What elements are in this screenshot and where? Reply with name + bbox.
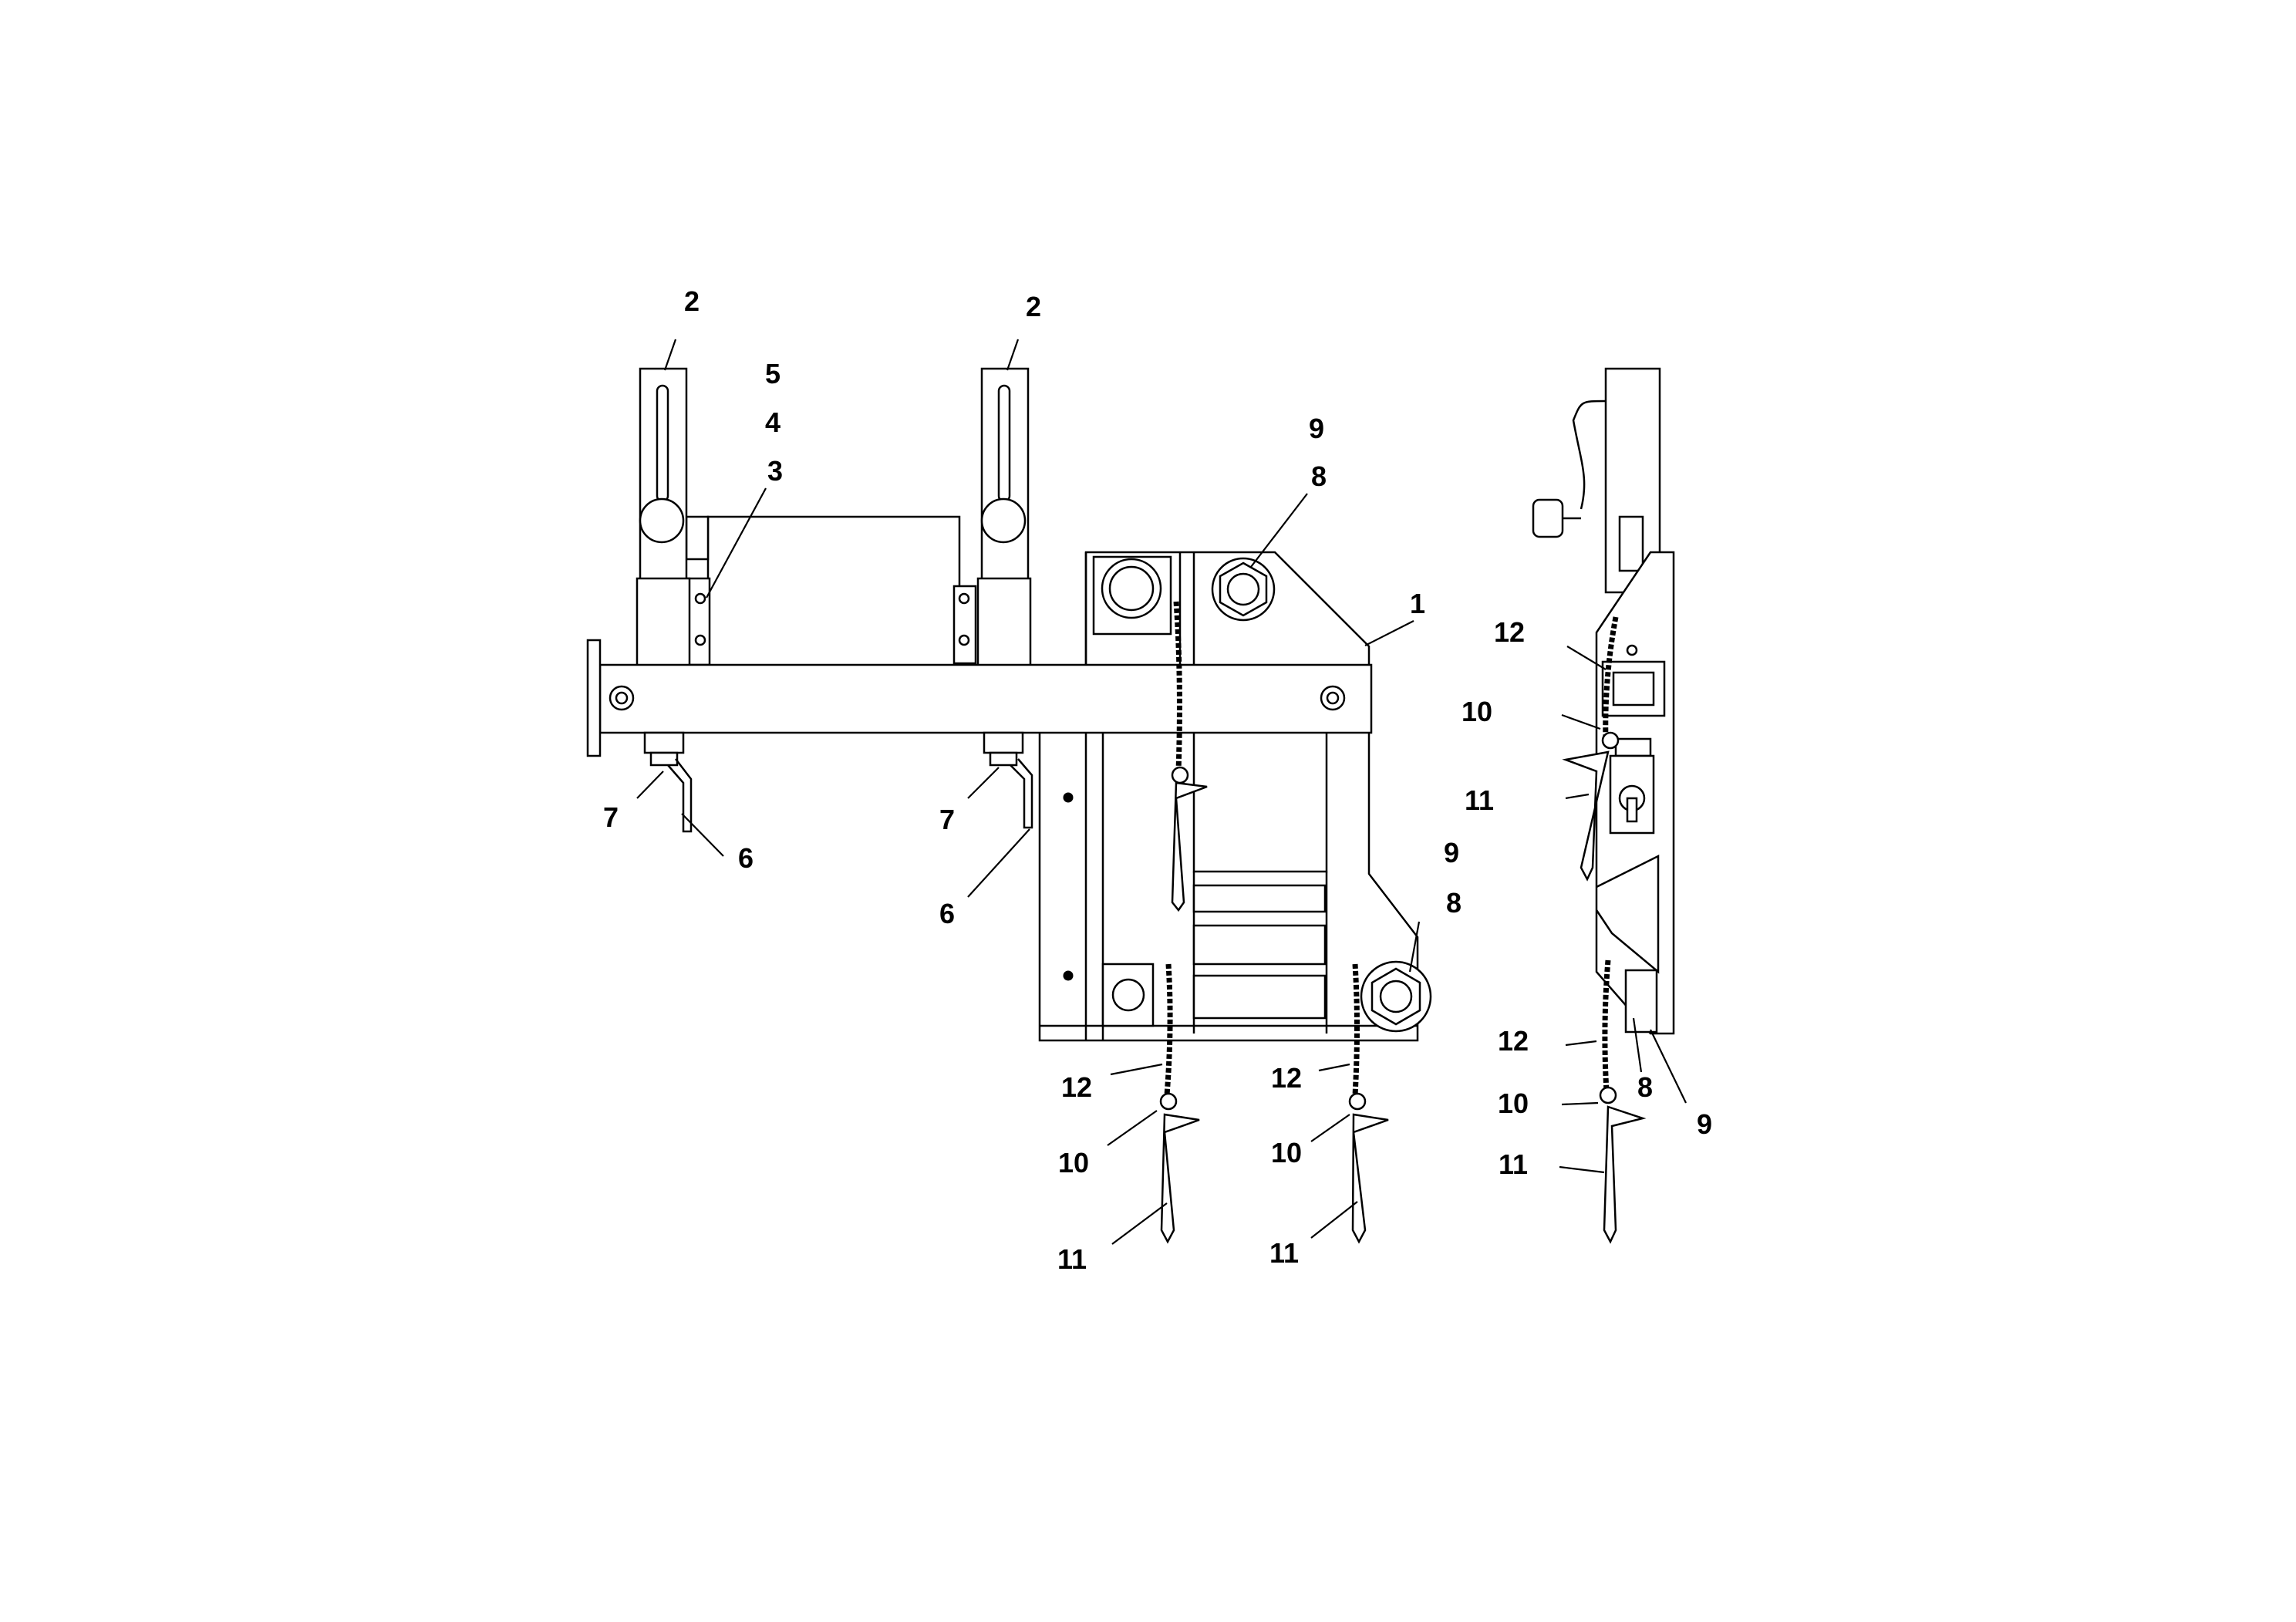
callout-labels: 2 2 5 4 3 9 8 1 7 6 7 6 9 8 12 10 11 12 … — [603, 285, 1712, 1275]
main-frame — [1038, 551, 1432, 1042]
callout-10-side-upper: 10 — [1462, 696, 1492, 727]
callout-12-side-lower: 12 — [1498, 1025, 1529, 1057]
lower-right-pin-chain — [1348, 963, 1389, 1244]
left-post — [636, 367, 691, 669]
callout-8-lower: 8 — [1446, 887, 1462, 919]
upper-bracket — [685, 515, 977, 669]
callout-2-right: 2 — [1026, 291, 1041, 322]
callout-12-side-upper: 12 — [1494, 616, 1525, 648]
front-view — [586, 367, 1432, 1244]
callout-10-left: 10 — [1058, 1147, 1089, 1179]
callout-7-left: 7 — [603, 801, 619, 833]
callout-5: 5 — [765, 358, 781, 389]
callout-12-mid: 12 — [1271, 1062, 1302, 1094]
callout-11-left: 11 — [1057, 1243, 1087, 1275]
callout-10-mid: 10 — [1271, 1137, 1302, 1168]
callout-2-left: 2 — [684, 285, 700, 317]
callout-1: 1 — [1410, 588, 1425, 619]
callout-11-side-lower: 11 — [1499, 1148, 1528, 1180]
callout-11-mid: 11 — [1269, 1237, 1299, 1269]
upper-pin-chain — [1171, 601, 1208, 912]
callout-7-right: 7 — [939, 804, 955, 835]
side-view — [1532, 367, 1675, 1244]
callout-12-left: 12 — [1061, 1071, 1092, 1103]
callout-9-upper: 9 — [1309, 413, 1324, 444]
callout-8-upper: 8 — [1311, 460, 1327, 492]
leader-lines — [636, 339, 1687, 1245]
callout-10-side-lower: 10 — [1498, 1088, 1529, 1119]
right-bracket — [983, 731, 1033, 829]
callout-9-side: 9 — [1697, 1108, 1712, 1140]
callout-6-left: 6 — [738, 842, 754, 874]
callout-9-lower: 9 — [1444, 837, 1459, 868]
callout-8-side: 8 — [1637, 1071, 1653, 1103]
callout-11-side-upper: 11 — [1465, 784, 1494, 816]
right-post — [976, 367, 1032, 669]
lower-left-pin-chain — [1159, 963, 1200, 1244]
left-bracket — [643, 731, 693, 833]
callout-3: 3 — [767, 455, 783, 487]
callout-4: 4 — [765, 406, 781, 438]
callout-6-right: 6 — [939, 898, 955, 929]
